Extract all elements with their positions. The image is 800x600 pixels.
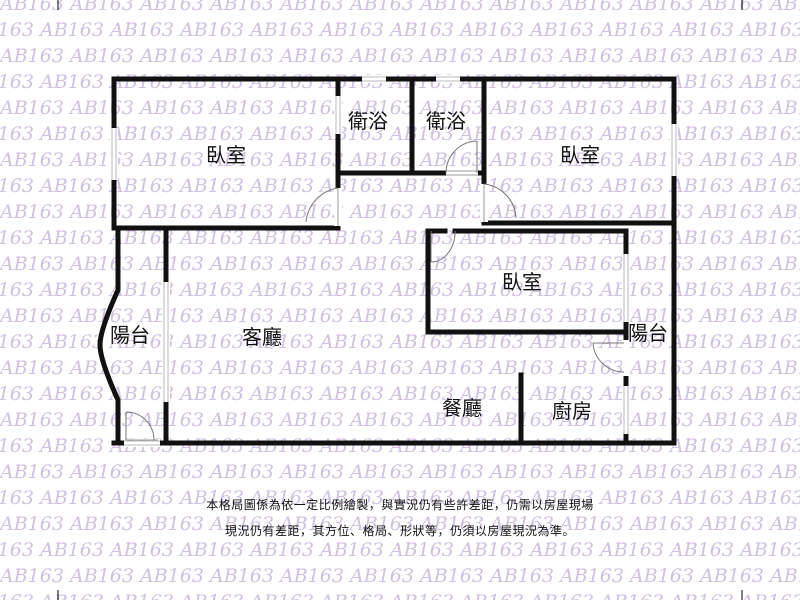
door-bedroom-left	[305, 187, 342, 226]
label-kitchen: 廚房	[552, 399, 592, 423]
window-top-2	[436, 75, 460, 83]
window-top-1	[362, 75, 386, 83]
walls	[97, 76, 677, 446]
label-dining-room: 餐廳	[442, 396, 482, 420]
window-living-sliding	[162, 282, 170, 402]
crop-marks	[57, 0, 743, 600]
window-right-bedroom	[670, 124, 678, 176]
wall-balcony-left	[97, 225, 121, 446]
label-living-room: 客廳	[242, 325, 282, 349]
label-bedroom-left: 臥室	[206, 143, 246, 167]
label-balcony-right: 陽台	[628, 321, 668, 345]
door-balcony-left	[125, 411, 158, 441]
window-middle-bedroom	[622, 254, 630, 322]
disclaimer-line-1: 本格局圖係為依一定比例繪製，與實況仍有些許差距，仍需以房屋現場	[206, 498, 594, 512]
doors	[125, 140, 630, 441]
door-bedroom-right	[480, 183, 517, 222]
window-bath-left	[334, 96, 342, 134]
label-bath-1: 衛浴	[348, 109, 388, 133]
label-bedroom-right: 臥室	[560, 143, 600, 167]
label-bath-2: 衛浴	[426, 109, 466, 133]
windows	[110, 75, 678, 447]
door-bath-2	[445, 140, 478, 177]
window-kitchen	[622, 386, 630, 434]
window-left-bedroom	[110, 128, 118, 180]
door-balcony-right	[592, 340, 630, 376]
window-bottom-left	[124, 439, 160, 447]
wall-bedroom-middle	[425, 228, 629, 335]
label-bedroom-middle: 臥室	[502, 270, 542, 294]
room-labels: 臥室 衛浴 衛浴 臥室 臥室 陽台 客廳 陽台 餐廳 廚房	[110, 109, 668, 423]
door-bedroom-middle	[430, 230, 456, 263]
label-balcony-left: 陽台	[110, 323, 150, 347]
disclaimer-line-2: 現況仍有差距，其方位、格局、形狀等，仍須以房屋現況為準。	[224, 524, 575, 538]
